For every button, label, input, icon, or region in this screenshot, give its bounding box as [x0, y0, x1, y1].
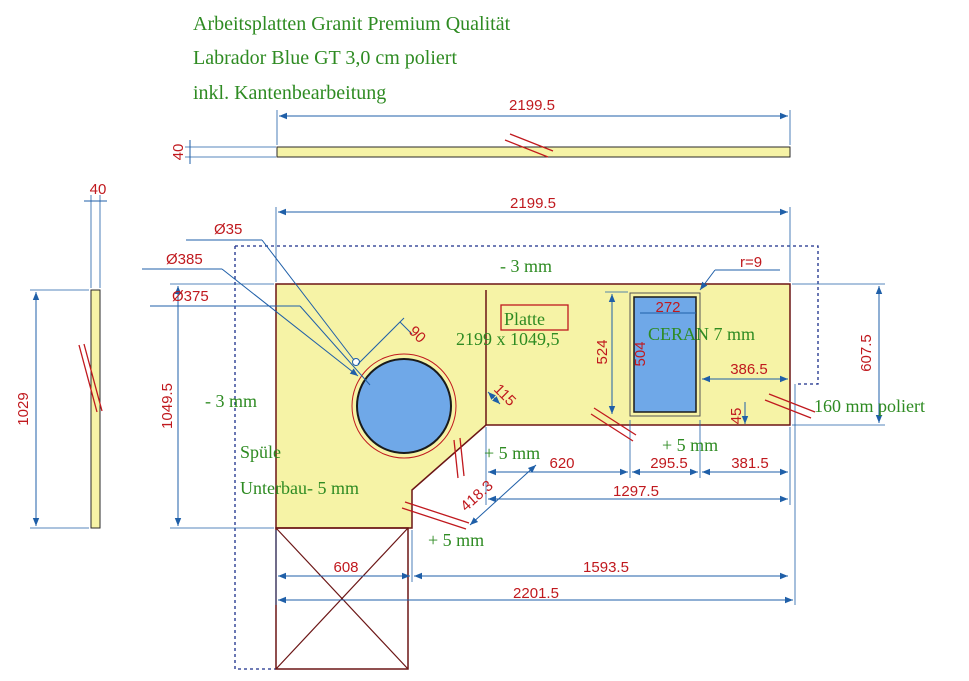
dim-608: 608 — [333, 559, 358, 576]
dim-top-length: 2199.5 — [509, 97, 555, 114]
edge-view-top — [185, 110, 791, 164]
dim-plan-length: 2199.5 — [510, 195, 556, 212]
header-line-1: Arbeitsplatten Granit Premium Qualität — [193, 13, 511, 35]
note-minus3-left: - 3 mm — [205, 391, 257, 411]
header-line-2: Labrador Blue GT 3,0 cm poliert — [193, 47, 457, 69]
plan-dimension-lines — [142, 207, 885, 605]
dim-top-thickness: 40 — [170, 144, 187, 161]
dim-620: 620 — [549, 455, 574, 472]
dim-418-3: 418.3 — [457, 477, 496, 515]
dim-2201-5: 2201.5 — [513, 585, 559, 602]
note-plus5-diagonal: + 5 mm — [484, 443, 540, 463]
dim-d385: Ø385 — [166, 251, 203, 268]
dim-504: 504 — [632, 341, 649, 366]
dim-side-thickness: 40 — [90, 181, 107, 198]
edge-polish-marks — [401, 393, 816, 530]
dim-381-5: 381.5 — [731, 455, 769, 472]
dim-386-5: 386.5 — [730, 361, 768, 378]
note-plus5-front: + 5 mm — [428, 530, 484, 550]
note-platte: Platte — [504, 309, 545, 329]
dim-d375: Ø375 — [172, 288, 209, 305]
note-ceran: CERAN 7 mm — [648, 324, 755, 344]
dim-1593-5: 1593.5 — [583, 559, 629, 576]
dim-r9: r=9 — [740, 254, 762, 271]
dim-295-5: 295.5 — [650, 455, 688, 472]
outer-contour — [234, 245, 819, 670]
dim-45: 45 — [728, 408, 745, 425]
note-plus5-cooktop: + 5 mm — [662, 435, 718, 455]
cooktop-cutout — [629, 292, 701, 417]
dim-side-length: 1029 — [15, 392, 32, 425]
note-polished: 160 mm poliert — [814, 396, 925, 416]
sink-cutout — [351, 353, 457, 459]
note-platte-size: 2199 x 1049,5 — [456, 329, 560, 349]
dim-272: 272 — [655, 299, 680, 316]
header-line-3: inkl. Kantenbearbeitung — [193, 82, 386, 104]
dim-d35: Ø35 — [214, 221, 242, 238]
note-sink: Spüle — [240, 442, 281, 462]
platte-label-box — [500, 304, 569, 331]
base-cabinet — [275, 527, 409, 670]
dim-524: 524 — [594, 339, 611, 364]
note-minus3-top: - 3 mm — [500, 256, 552, 276]
dim-607-5: 607.5 — [858, 334, 875, 372]
dim-left-depth: 1049.5 — [159, 383, 176, 429]
note-undermount: Unterbau- 5 mm — [240, 478, 359, 498]
dim-1297-5: 1297.5 — [613, 483, 659, 500]
edge-view-side — [30, 195, 107, 529]
